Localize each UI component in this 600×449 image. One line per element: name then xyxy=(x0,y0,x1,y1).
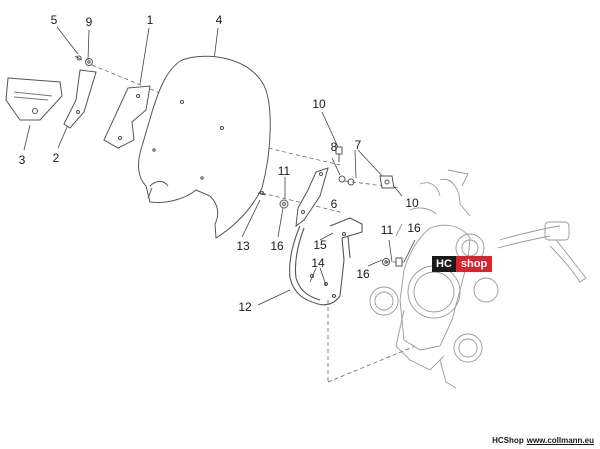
callout-7: 7 xyxy=(354,138,362,152)
callout-13: 13 xyxy=(236,239,250,253)
callout-5: 5 xyxy=(50,13,58,27)
part-9-washer xyxy=(85,58,93,66)
callout-3: 3 xyxy=(18,153,26,167)
callout-12: 12 xyxy=(238,300,252,314)
part-3-badge-plate xyxy=(5,77,63,121)
part-8-nut xyxy=(338,175,355,186)
callout-11: 11 xyxy=(277,164,291,178)
callout-16b: 16 xyxy=(407,221,421,235)
callout-16: 16 xyxy=(270,239,284,253)
callout-8: 8 xyxy=(330,140,338,154)
callout-6: 6 xyxy=(330,197,338,211)
callout-9: 9 xyxy=(85,15,93,29)
part-5-screw xyxy=(74,55,83,61)
part-11-washer xyxy=(279,199,289,209)
part-6-support-bracket xyxy=(295,167,329,228)
callout-16c: 16 xyxy=(356,267,370,281)
part-2-bracket xyxy=(63,69,97,129)
handlebar-headlamp-assembly xyxy=(369,169,587,389)
callout-10: 10 xyxy=(312,97,326,111)
part-16-nut xyxy=(382,257,403,267)
hc-shop-badge: HC shop xyxy=(432,256,493,272)
callout-14: 14 xyxy=(311,256,325,270)
part-7-bracket xyxy=(379,175,395,189)
callout-1: 1 xyxy=(146,13,154,27)
badge-shop-text: shop xyxy=(455,256,493,272)
part-13-screw xyxy=(257,191,267,196)
callout-15: 15 xyxy=(313,238,327,252)
badge-hc-text: HC xyxy=(432,256,456,272)
callout-4: 4 xyxy=(215,13,223,27)
callout-11b: 11 xyxy=(380,223,394,237)
footer-brand: HCShop xyxy=(492,436,524,445)
part-4-windscreen xyxy=(138,55,271,239)
part-10-screw xyxy=(335,146,343,162)
leader-lines xyxy=(23,26,416,306)
callout-10b: 10 xyxy=(405,196,419,210)
part-12-frame xyxy=(289,217,363,306)
callout-2: 2 xyxy=(52,151,60,165)
footer-url-link[interactable]: www.collmann.eu xyxy=(526,436,594,445)
part-1-bracket xyxy=(103,85,151,149)
